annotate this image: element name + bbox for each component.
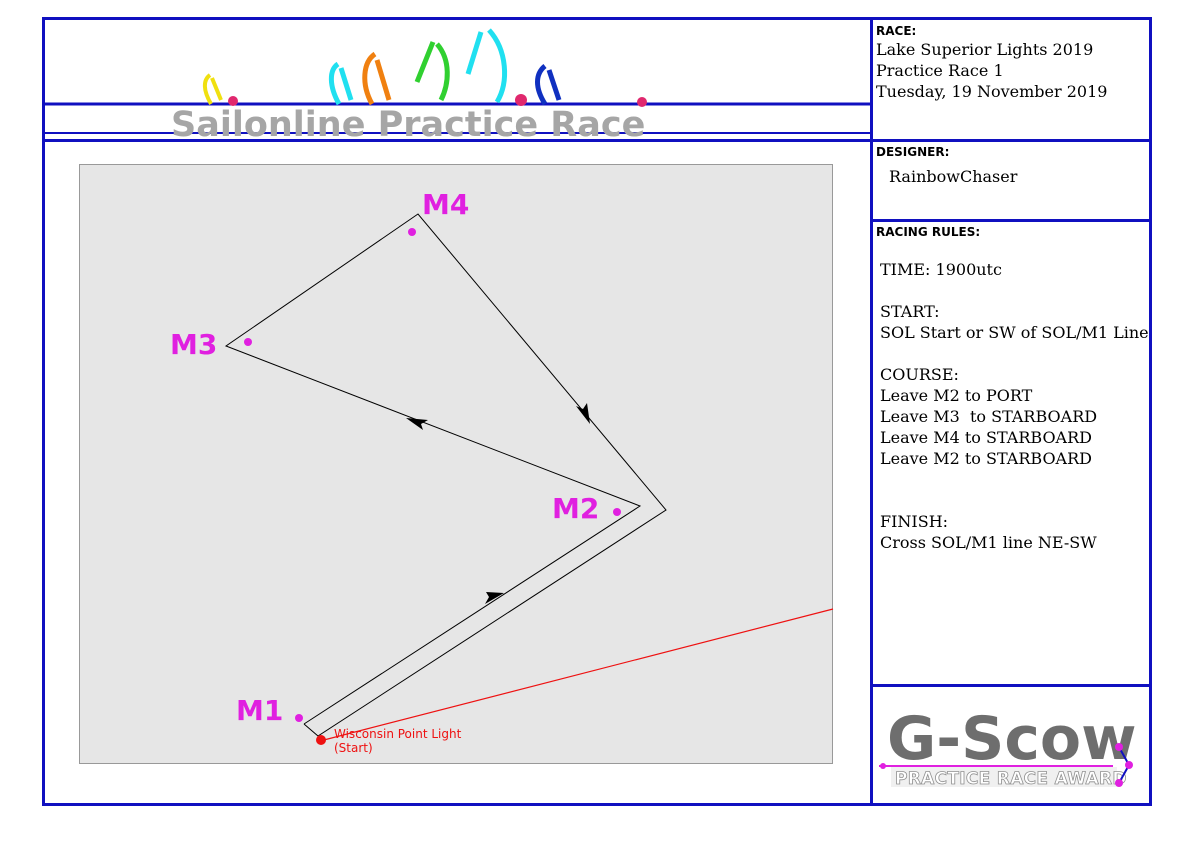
sail-icon — [414, 41, 436, 83]
sail-icon — [210, 77, 223, 101]
mark-m4-icon — [408, 228, 416, 236]
banner-graphic: Sailonline Practice Race — [45, 28, 870, 139]
direction-arrow-icon — [406, 418, 428, 430]
start-point-icon — [316, 735, 326, 745]
award-subtitle: PRACTICE RACE AWARD — [895, 769, 1127, 789]
mark-label-m4: M4 — [422, 188, 469, 221]
rule-time: TIME: 1900utc — [880, 260, 1002, 279]
sail-icon — [374, 59, 392, 101]
mark-label-m1: M1 — [236, 694, 283, 727]
sail-icon — [435, 42, 450, 102]
race-number: Practice Race 1 — [876, 61, 1004, 80]
rule-finish-heading: FINISH: — [880, 512, 949, 531]
mark-m1-icon — [295, 714, 303, 722]
race-name: Lake Superior Lights 2019 — [876, 40, 1094, 59]
banner-title: Sailonline Practice Race — [171, 105, 645, 139]
mark-m3-icon — [244, 338, 252, 346]
direction-arrow-icon — [576, 403, 590, 424]
rule-start-heading: START: — [880, 302, 940, 321]
start-label-sub: (Start) — [334, 741, 373, 755]
designer-label: DESIGNER: — [876, 145, 950, 159]
sail-icon — [338, 67, 354, 101]
mark-label-m2: M2 — [552, 492, 599, 525]
start-label: Wisconsin Point Light — [334, 727, 462, 741]
rule-course-item: Leave M2 to PORT — [880, 386, 1033, 405]
mark-m2-icon — [613, 508, 621, 516]
header-divider — [42, 139, 1152, 142]
column-divider — [870, 17, 873, 806]
sail-icon — [465, 31, 484, 75]
rule-start-text: SOL Start or SW of SOL/M1 Line — [880, 323, 1149, 342]
sail-icon — [546, 69, 562, 101]
rule-course-heading: COURSE: — [880, 365, 959, 384]
sail-icon — [535, 64, 548, 106]
sail-icon — [487, 28, 508, 104]
award-divider — [870, 684, 1152, 687]
award-logo: G-Scow PRACTICE RACE AWARD — [879, 704, 1137, 789]
designer-divider — [870, 219, 1152, 222]
mark-label-m3: M3 — [170, 328, 217, 361]
outer-frame — [42, 17, 1152, 806]
racing-rules-label: RACING RULES: — [876, 225, 981, 239]
course-route — [224, 213, 667, 737]
rule-course-item: Leave M2 to STARBOARD — [880, 449, 1092, 468]
direction-arrow-icon — [485, 592, 504, 604]
race-label: RACE: — [876, 24, 917, 38]
course-map — [79, 164, 833, 764]
sail-icon — [362, 51, 377, 106]
start-line — [319, 608, 834, 742]
sail-icon — [202, 73, 213, 105]
race-date: Tuesday, 19 November 2019 — [876, 82, 1108, 101]
rule-finish-text: Cross SOL/M1 line NE-SW — [880, 533, 1097, 552]
award-title: G-Scow — [887, 704, 1137, 774]
sail-icon — [328, 61, 342, 106]
designer-name: RainbowChaser — [889, 167, 1018, 186]
rule-course-item: Leave M4 to STARBOARD — [880, 428, 1092, 447]
rule-course-item: Leave M3 to STARBOARD — [880, 407, 1098, 426]
